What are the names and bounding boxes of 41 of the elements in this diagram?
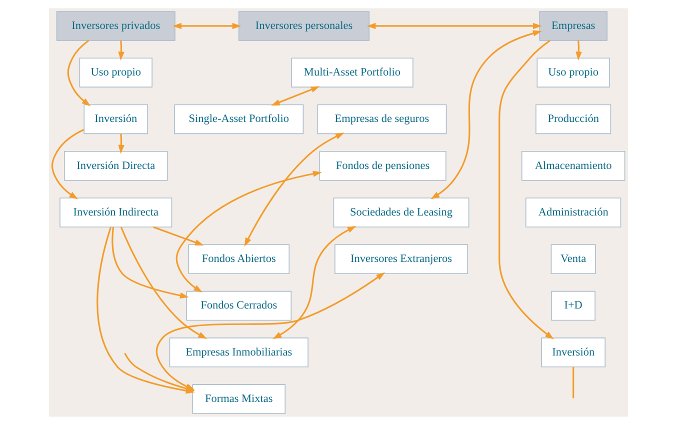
- node-box: Fondos Abiertos: [188, 244, 290, 274]
- arrow: [50, 128, 84, 200]
- node-box: Inversión: [540, 338, 605, 368]
- node-box: Empresas Inmobiliarias: [168, 338, 308, 368]
- arrow: [575, 40, 582, 61]
- node-box: Fondos Cerrados: [186, 290, 292, 321]
- arrow: [120, 226, 207, 339]
- arrow: [175, 170, 322, 293]
- node-box: Inversores Extranjeros: [334, 244, 468, 274]
- arrow: [111, 226, 188, 299]
- node-box: Formas Mixtas: [192, 384, 285, 414]
- node-box: Fondos de pensiones: [318, 151, 446, 181]
- node-box: Uso propio: [78, 58, 152, 88]
- arrow: [272, 226, 356, 340]
- arrow: [498, 40, 554, 340]
- arrow: [66, 40, 90, 106]
- arrow: [118, 134, 124, 154]
- arrow: [366, 22, 542, 30]
- node-box: Sociedades de Leasing: [332, 198, 469, 228]
- arrow: [152, 226, 204, 246]
- node-box: Inversores personales: [238, 11, 370, 41]
- node-box: Empresas de seguros: [316, 104, 446, 134]
- node-box: Single-Asset Portfolio: [174, 104, 304, 134]
- node-box: Inversión Directa: [64, 151, 168, 181]
- node-box: Empresas: [538, 11, 607, 41]
- node-box: Inversores privados: [56, 11, 175, 41]
- arrow: [244, 132, 344, 247]
- node-box: Inversión: [83, 104, 148, 134]
- node-box: I+D: [550, 290, 595, 321]
- node-box: Almacenamiento: [520, 151, 625, 181]
- node-box: Multi-Asset Portfolio: [290, 58, 413, 88]
- arrow: [270, 86, 320, 106]
- node-box: Uso propio: [536, 58, 610, 88]
- arrow: [430, 30, 542, 200]
- node-box: Inversión Indirecta: [59, 198, 172, 228]
- node-box: Administración: [525, 198, 621, 228]
- arrow: [118, 40, 124, 61]
- node-box: Producción: [535, 104, 611, 134]
- connector: [572, 366, 574, 398]
- node-box: Venta: [550, 244, 596, 274]
- arrow: [172, 22, 241, 30]
